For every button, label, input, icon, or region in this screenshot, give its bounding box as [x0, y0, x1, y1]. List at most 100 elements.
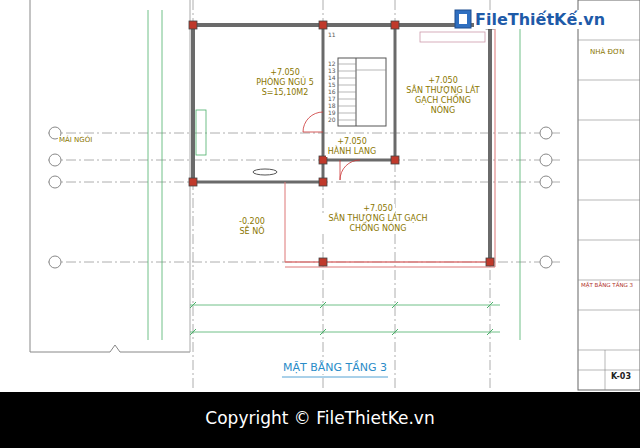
- axis-bubble: [49, 256, 61, 268]
- dimension-line: [190, 332, 500, 333]
- dimension-tick: [320, 302, 326, 308]
- pillar: [189, 178, 197, 186]
- axis-line: [48, 160, 560, 161]
- room-text: S=15,10M2: [260, 88, 311, 98]
- parapet: [495, 25, 496, 267]
- parapet: [285, 267, 495, 268]
- title-block-row: [578, 160, 640, 161]
- roof-note: MÁI NGÓI: [58, 136, 93, 144]
- dimension-tick: [487, 329, 493, 335]
- planter: [420, 32, 485, 42]
- axis-bubble: [49, 176, 61, 188]
- stair-step: [338, 64, 356, 65]
- stair-step: [356, 70, 386, 71]
- roof-edge: [190, 0, 191, 352]
- title-underline: [282, 377, 388, 378]
- wall: [394, 25, 397, 160]
- pillar: [319, 258, 327, 266]
- roof-outline: [30, 0, 190, 352]
- pillar: [391, 156, 399, 164]
- room-text: +7.050: [426, 76, 460, 86]
- axis-bubble: [540, 154, 552, 166]
- dimension-tick: [190, 302, 196, 308]
- room-text: SÊ NÔ: [238, 227, 267, 237]
- stair-step: [338, 106, 356, 107]
- room-text: SÂN THƯỢNG LÁT GẠCH CHỐNG NÓNG: [400, 86, 486, 116]
- axis-bubble: [540, 127, 552, 139]
- axis-bubble: [540, 176, 552, 188]
- title-block-row: [578, 280, 640, 281]
- title-block-row: [578, 310, 640, 311]
- wall: [191, 25, 195, 182]
- room-label: +7.050PHÒNG NGỦ 5S=15,10M2: [253, 68, 317, 100]
- title-block-row: [578, 80, 640, 81]
- room-label: -0.200SÊ NÔ: [236, 217, 268, 239]
- stair-step: [338, 120, 356, 121]
- room-text: +7.050: [361, 204, 395, 214]
- room-text: PHÒNG NGỦ 5: [254, 78, 316, 88]
- drawing-title: MẶT BẰNG TẦNG 3: [282, 361, 388, 374]
- axis-bubble: [49, 154, 61, 166]
- logo-icon: [459, 14, 467, 24]
- dimension-tick: [392, 329, 398, 335]
- sheet-title: MẶT BẰNG TẦNG 3: [580, 282, 634, 289]
- wall: [193, 23, 490, 27]
- dimension-tick: [190, 329, 196, 335]
- room-text: +7.050: [335, 137, 369, 147]
- title-block-row: [578, 120, 640, 121]
- stair-step: [338, 113, 356, 114]
- stair-number: 20: [327, 116, 337, 123]
- title-block-col: [605, 350, 606, 390]
- wardrobe: [196, 110, 206, 155]
- axis-bubble: [540, 256, 552, 268]
- title-block-row: [578, 40, 640, 41]
- pillar: [189, 21, 197, 29]
- stair-step: [338, 71, 356, 72]
- stair: [338, 58, 386, 126]
- door-swing: [340, 160, 360, 180]
- room-label: +7.050HÀNH LANG: [325, 137, 380, 159]
- copyright: Copyright © FileThietKe.vn: [204, 408, 435, 428]
- pillar: [319, 156, 327, 164]
- dimension-line: [162, 10, 163, 340]
- title-block: [578, 0, 640, 390]
- parapet: [285, 182, 286, 262]
- dimension-line: [190, 305, 500, 306]
- room-text: HÀNH LANG: [326, 147, 378, 157]
- pillar: [486, 258, 494, 266]
- room-text: SÂN THƯỢNG LÁT GẠCH CHỐNG NÓNG: [322, 214, 434, 234]
- room-text: +7.050: [268, 68, 302, 78]
- axis-line: [48, 182, 560, 183]
- pillar: [319, 178, 327, 186]
- pillar: [391, 21, 399, 29]
- stair-step: [338, 92, 356, 93]
- stair-number: 11: [327, 31, 337, 38]
- dimension-line: [520, 10, 521, 340]
- pillar: [319, 21, 327, 29]
- axis-line: [48, 133, 560, 134]
- stair-step: [338, 85, 356, 86]
- stair-step: [338, 99, 356, 100]
- title-block-row: [578, 350, 640, 351]
- window-symbol: [253, 169, 277, 175]
- dimension-tick: [392, 302, 398, 308]
- room-label: +7.050SÂN THƯỢNG LÁT GẠCH CHỐNG NÓNG: [400, 76, 486, 118]
- logo-icon: [455, 10, 471, 28]
- dimension-tick: [320, 329, 326, 335]
- dimension-line: [148, 10, 149, 340]
- wall: [193, 181, 323, 184]
- dimension-tick: [487, 302, 493, 308]
- room-label: +7.050SÂN THƯỢNG LÁT GẠCH CHỐNG NÓNG: [322, 204, 434, 236]
- project-name: NHÀ ĐƠN: [589, 48, 626, 56]
- title-block-row: [578, 240, 640, 241]
- sheet-number: K-03: [610, 372, 632, 382]
- title-block-row: [578, 200, 640, 201]
- stair-step: [338, 78, 356, 79]
- wall: [488, 25, 492, 262]
- door-swing: [303, 112, 323, 132]
- footer-bar: [0, 392, 640, 448]
- title-block-row: [578, 370, 640, 371]
- room-text: -0.200: [237, 217, 267, 227]
- watermark: FileThiếtKế.vn: [474, 10, 606, 29]
